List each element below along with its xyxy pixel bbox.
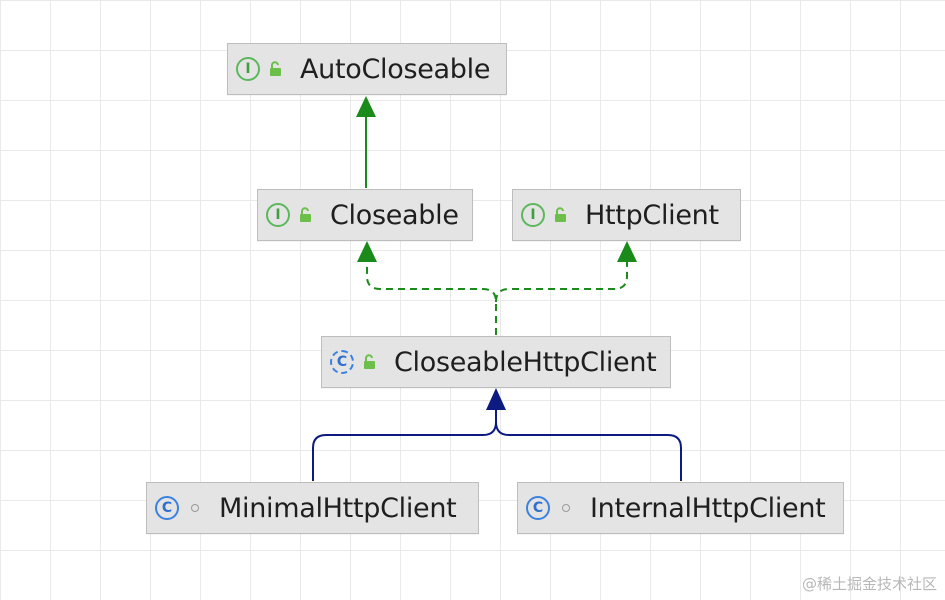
class-icon: C	[526, 496, 550, 520]
node-internalhttpclient[interactable]: C InternalHttpClient	[517, 482, 844, 534]
abstract-class-icon: C	[330, 350, 354, 374]
arrowhead-autocloseable	[356, 96, 376, 117]
arrowhead-closeablehttpclient	[486, 388, 506, 410]
node-label: Closeable	[330, 199, 459, 231]
arrowhead-httpclient	[617, 241, 637, 262]
package-private-icon	[185, 496, 205, 520]
public-lock-icon	[551, 203, 571, 227]
interface-icon: I	[521, 203, 545, 227]
edge-closeablehttpclient-closeable	[366, 262, 497, 335]
node-label: MinimalHttpClient	[219, 492, 457, 524]
public-lock-icon	[360, 350, 380, 374]
edge-internalhttpclient-closeablehttpclient	[495, 421, 682, 481]
node-autocloseable[interactable]: I AutoCloseable	[227, 43, 507, 95]
node-label: CloseableHttpClient	[394, 346, 657, 378]
edge-closeablehttpclient-httpclient	[495, 262, 628, 303]
public-lock-icon	[266, 57, 286, 81]
node-closeable[interactable]: I Closeable	[257, 189, 473, 241]
node-label: AutoCloseable	[300, 53, 491, 85]
arrowhead-closeable	[357, 241, 377, 262]
watermark: @稀土掘金技术社区	[801, 575, 937, 593]
public-lock-icon	[296, 203, 316, 227]
interface-icon: I	[266, 203, 290, 227]
node-label: HttpClient	[585, 199, 719, 231]
node-minimalhttpclient[interactable]: C MinimalHttpClient	[146, 482, 479, 534]
interface-icon: I	[236, 57, 260, 81]
node-closeablehttpclient[interactable]: C CloseableHttpClient	[321, 336, 671, 388]
class-icon: C	[155, 496, 179, 520]
node-label: InternalHttpClient	[590, 492, 826, 524]
edge-minimalhttpclient-closeablehttpclient	[312, 410, 497, 481]
node-httpclient[interactable]: I HttpClient	[512, 189, 741, 241]
package-private-icon	[556, 496, 576, 520]
